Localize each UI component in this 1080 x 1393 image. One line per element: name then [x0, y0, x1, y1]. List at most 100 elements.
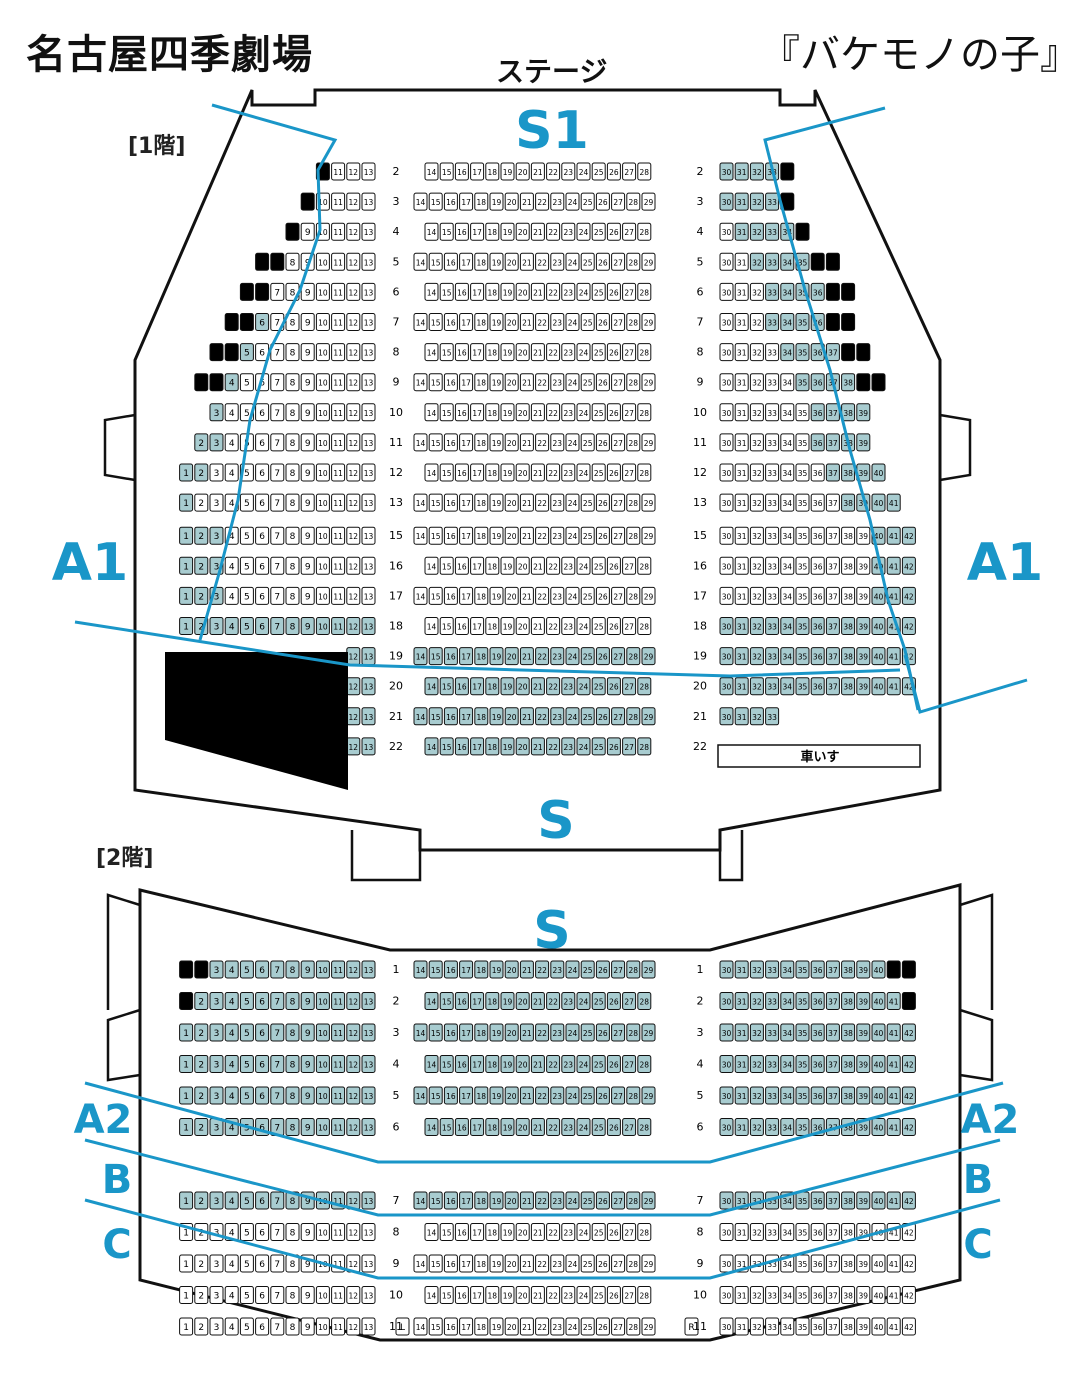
seat[interactable]: [576, 162, 591, 181]
seat[interactable]: [825, 1191, 840, 1210]
seat[interactable]: [795, 992, 810, 1010]
seat[interactable]: [622, 222, 637, 241]
seat[interactable]: [626, 1086, 641, 1105]
seat[interactable]: [595, 1317, 610, 1336]
seat[interactable]: [871, 647, 886, 666]
seat[interactable]: [454, 343, 469, 362]
seat[interactable]: [485, 463, 500, 482]
seat[interactable]: [871, 1118, 886, 1136]
seat[interactable]: [331, 526, 346, 545]
seat[interactable]: [546, 617, 561, 635]
seat[interactable]: [901, 617, 916, 635]
seat[interactable]: [546, 677, 561, 696]
seat[interactable]: [561, 282, 576, 301]
seat[interactable]: [637, 556, 652, 575]
seat[interactable]: [361, 192, 376, 211]
seat[interactable]: [239, 1023, 254, 1042]
seat[interactable]: [285, 403, 300, 422]
seat[interactable]: [580, 960, 595, 979]
seat[interactable]: [576, 1055, 591, 1073]
seat[interactable]: [765, 373, 780, 392]
seat[interactable]: [424, 1055, 439, 1073]
seat[interactable]: [331, 343, 346, 362]
seat[interactable]: [550, 647, 565, 666]
seat[interactable]: [519, 1086, 534, 1105]
seat[interactable]: [519, 647, 534, 666]
seat[interactable]: [810, 463, 825, 482]
seat[interactable]: [734, 992, 749, 1010]
seat[interactable]: [780, 1023, 795, 1042]
seat[interactable]: [871, 617, 886, 635]
seat[interactable]: [315, 556, 330, 575]
seat[interactable]: [595, 586, 610, 605]
seat[interactable]: [765, 222, 780, 241]
seat[interactable]: [871, 586, 886, 605]
seat[interactable]: [561, 463, 576, 482]
seat[interactable]: [470, 737, 485, 756]
seat[interactable]: [270, 1191, 285, 1210]
seat[interactable]: [780, 647, 795, 666]
seat[interactable]: [285, 433, 300, 452]
seat[interactable]: [500, 222, 515, 241]
seat[interactable]: [626, 707, 641, 726]
seat[interactable]: [856, 1023, 871, 1042]
seat[interactable]: [255, 1254, 270, 1273]
seat[interactable]: [270, 960, 285, 979]
seat[interactable]: [361, 960, 376, 979]
seat[interactable]: [270, 556, 285, 575]
seat[interactable]: [780, 617, 795, 635]
seat[interactable]: [606, 222, 621, 241]
seat[interactable]: [765, 493, 780, 512]
seat[interactable]: [565, 1254, 580, 1273]
seat[interactable]: [470, 1223, 485, 1241]
seat[interactable]: [565, 586, 580, 605]
seat[interactable]: [611, 526, 626, 545]
seat[interactable]: [825, 617, 840, 635]
seat[interactable]: [454, 556, 469, 575]
seat[interactable]: [439, 617, 454, 635]
seat[interactable]: [209, 992, 224, 1010]
seat[interactable]: [810, 586, 825, 605]
seat[interactable]: [765, 586, 780, 605]
seat[interactable]: [270, 1086, 285, 1105]
seat[interactable]: [606, 677, 621, 696]
seat[interactable]: [550, 1086, 565, 1105]
seat[interactable]: [765, 1023, 780, 1042]
seat[interactable]: [626, 1254, 641, 1273]
seat[interactable]: [565, 1317, 580, 1336]
seat[interactable]: [424, 282, 439, 301]
seat[interactable]: [530, 282, 545, 301]
seat[interactable]: [641, 373, 656, 392]
seat[interactable]: [454, 1118, 469, 1136]
seat[interactable]: [255, 463, 270, 482]
seat[interactable]: [719, 1254, 734, 1273]
seat[interactable]: [530, 992, 545, 1010]
seat[interactable]: [641, 647, 656, 666]
seat[interactable]: [535, 252, 550, 271]
seat[interactable]: [209, 1317, 224, 1336]
seat[interactable]: [515, 1118, 530, 1136]
seat[interactable]: [810, 403, 825, 422]
seat[interactable]: [519, 252, 534, 271]
seat[interactable]: [331, 1118, 346, 1136]
seat[interactable]: [561, 403, 576, 422]
seat[interactable]: [361, 1286, 376, 1304]
seat[interactable]: [576, 1223, 591, 1241]
seat[interactable]: [315, 1118, 330, 1136]
seat[interactable]: [194, 493, 209, 512]
seat[interactable]: [194, 1023, 209, 1042]
seat[interactable]: [331, 1286, 346, 1304]
seat[interactable]: [428, 1191, 443, 1210]
seat[interactable]: [719, 1317, 734, 1336]
seat[interactable]: [565, 647, 580, 666]
seat[interactable]: [428, 1023, 443, 1042]
seat[interactable]: [315, 1055, 330, 1073]
seat[interactable]: [439, 556, 454, 575]
seat[interactable]: [871, 1286, 886, 1304]
seat[interactable]: [300, 1118, 315, 1136]
seat[interactable]: [489, 526, 504, 545]
seat[interactable]: [315, 252, 330, 271]
seat[interactable]: [641, 707, 656, 726]
seat[interactable]: [780, 313, 795, 331]
seat[interactable]: [474, 433, 489, 452]
